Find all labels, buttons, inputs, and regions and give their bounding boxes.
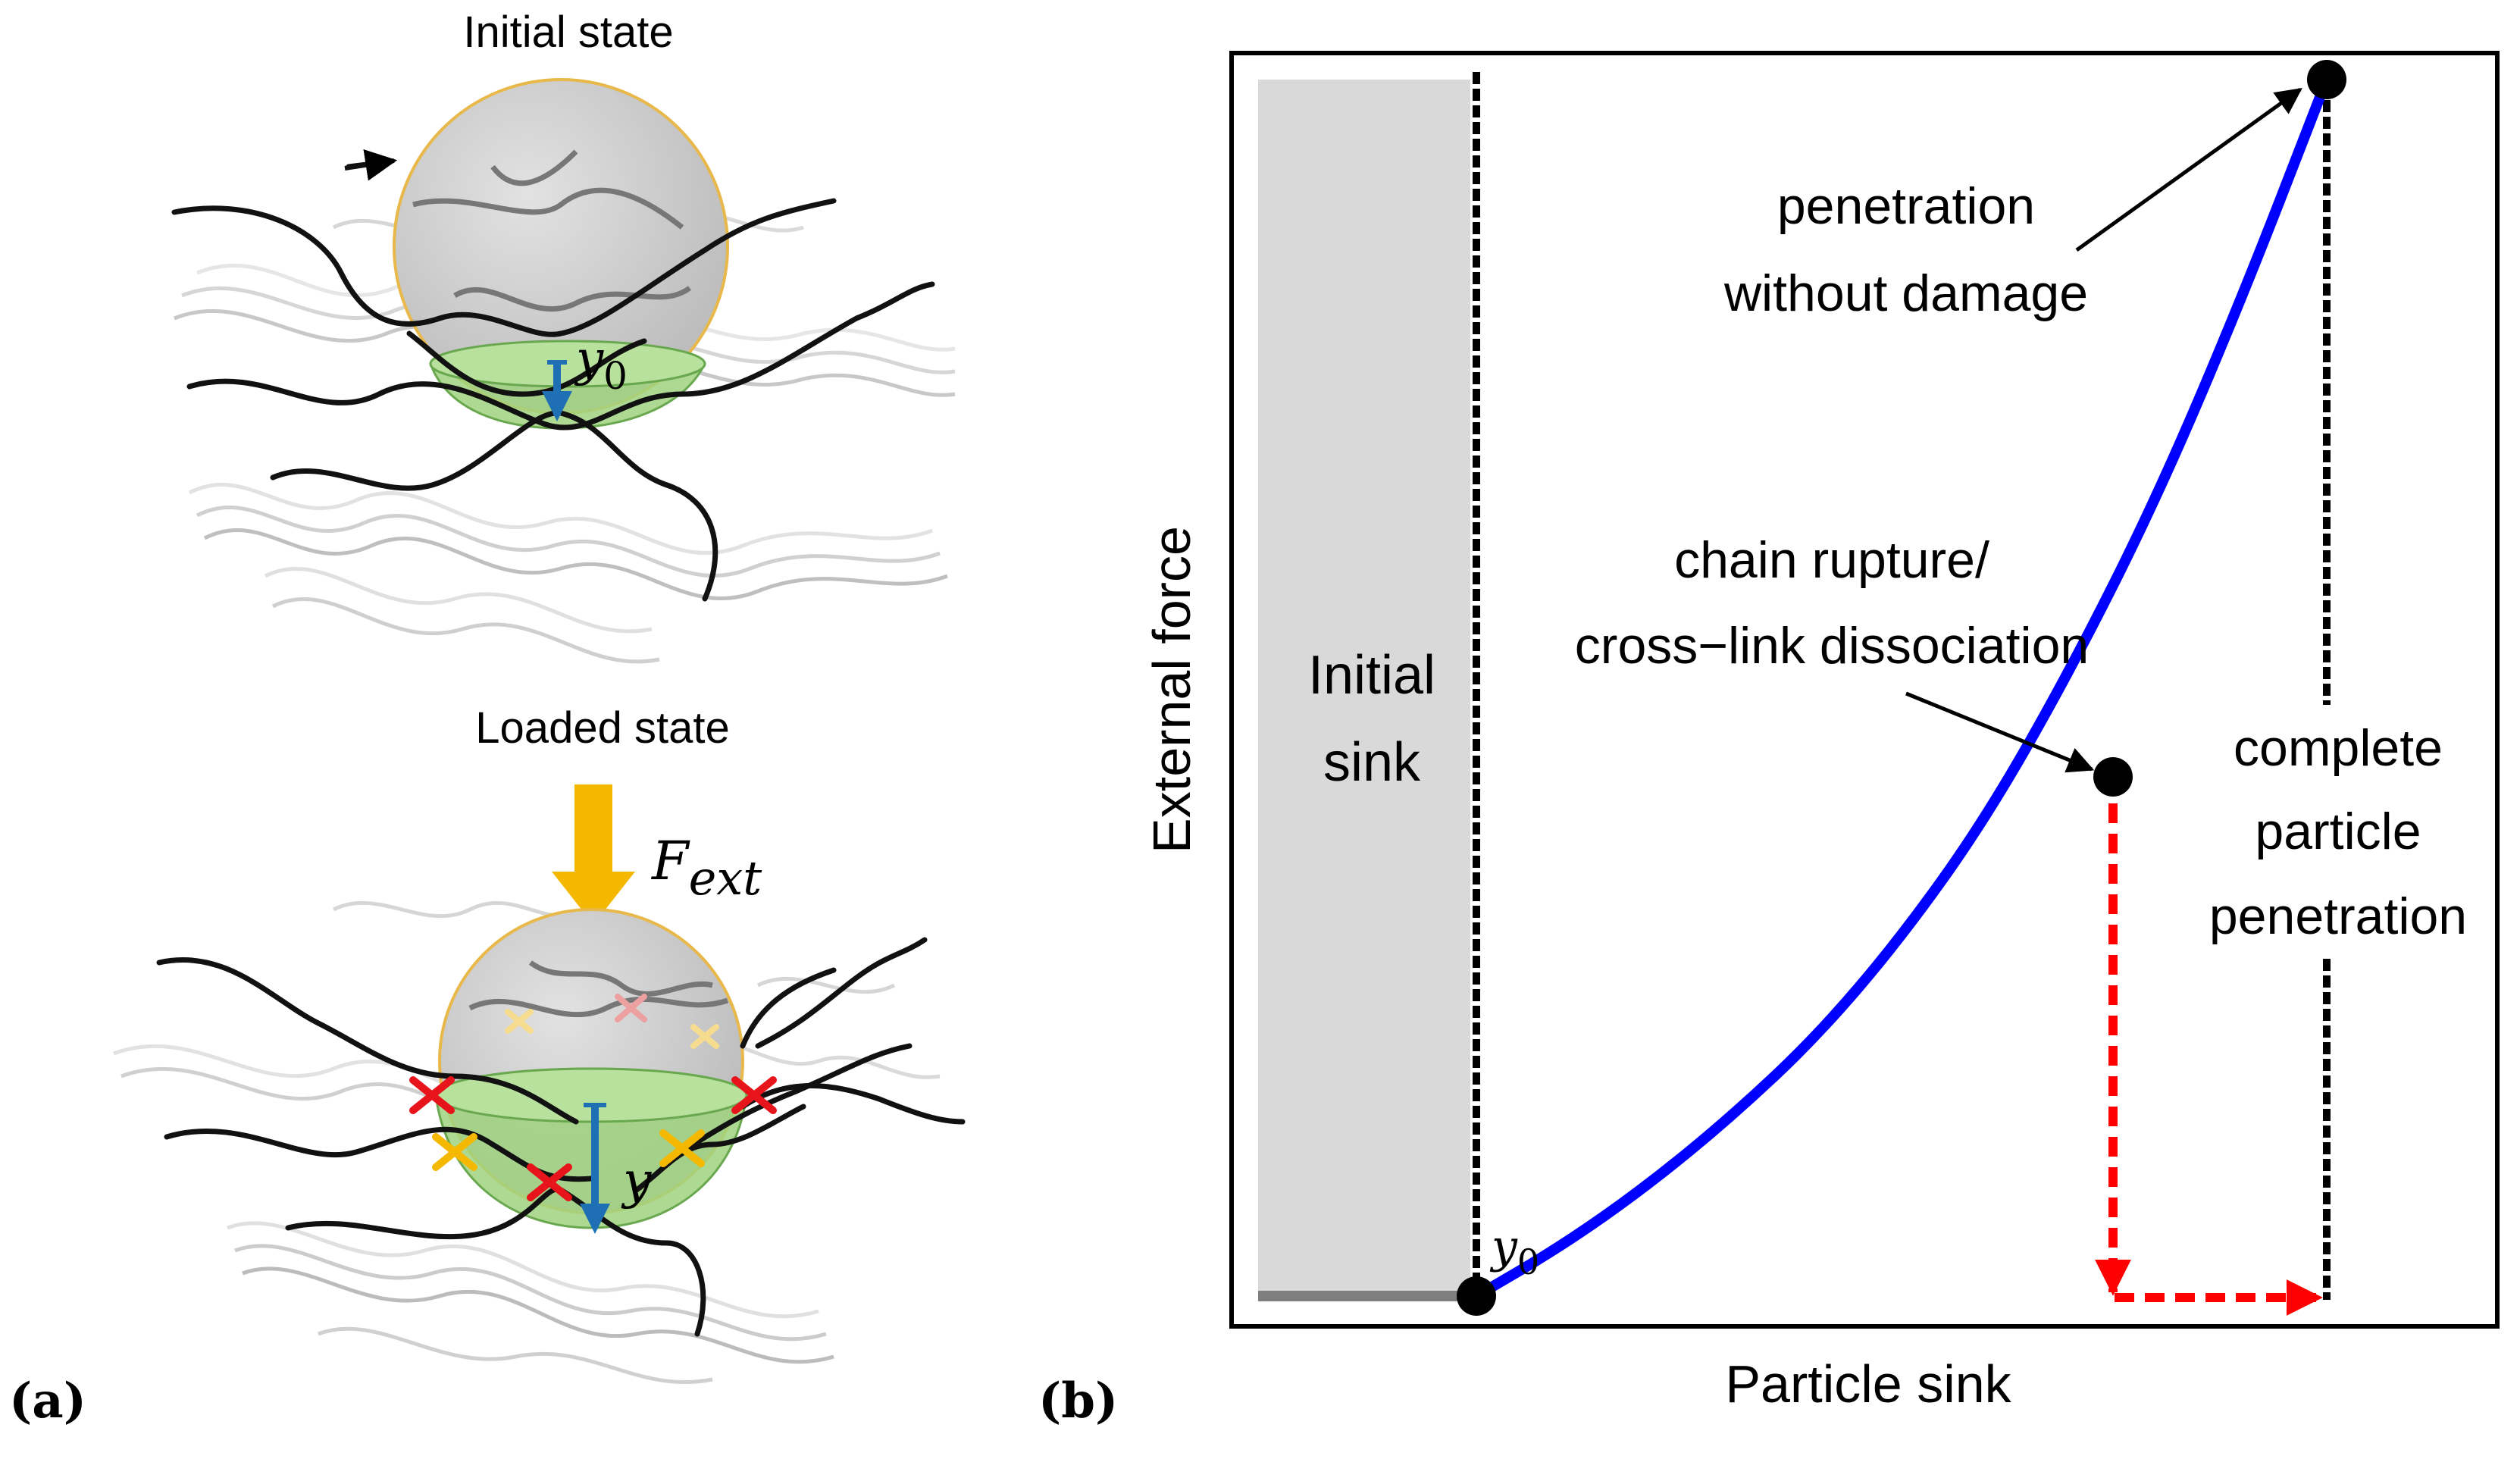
annotation-right-line2: particle	[2255, 803, 2421, 860]
force-label: Fext	[650, 830, 762, 906]
y-axis-label: External force	[1142, 526, 1201, 853]
annotation-top-arrow	[2075, 87, 2302, 252]
initial-sink-label-line2: sink	[1323, 732, 1421, 793]
annotation-right-line1: complete	[2234, 719, 2443, 777]
y0-label: y0	[1489, 1220, 1539, 1282]
depth-label-y: y	[621, 1151, 652, 1210]
annotation-middle-arrow	[1905, 691, 2095, 773]
point-rupture	[2093, 757, 2133, 797]
chains-inside-particle	[412, 149, 692, 312]
chain-rupture-marks	[409, 994, 777, 1201]
panel-a-label: (a)	[9, 1373, 86, 1429]
cross-link-dissociation-marks	[432, 1009, 719, 1171]
x-axis-label: Particle sink	[1725, 1354, 2011, 1414]
initial-state-diagram: Initial state	[171, 8, 956, 664]
external-force-arrow	[552, 784, 635, 925]
point-y0	[1457, 1276, 1496, 1316]
annotation-top-line1: penetration	[1777, 177, 2035, 235]
panel-b-label: (b)	[1038, 1373, 1118, 1429]
force-sink-chart: Initial sink y0 penetration without dama…	[1142, 51, 2500, 1414]
annotation-middle-line1: chain rupture/	[1674, 531, 1989, 589]
loaded-state-title: Loaded state	[475, 703, 729, 753]
annotation-right-line3: penetration	[2209, 888, 2467, 945]
initial-sink-region	[1258, 80, 1470, 1300]
initial-state-title: Initial state	[463, 8, 673, 57]
depth-label-y0: y0	[574, 331, 628, 398]
loaded-state-diagram: Loaded state Fext	[113, 703, 966, 1385]
initial-sink-label-line1: Initial	[1308, 645, 1435, 706]
annotation-middle-line2: cross−link dissociation	[1575, 617, 2089, 675]
force-curve	[1473, 77, 2332, 1301]
annotation-top-line2: without damage	[1723, 265, 2088, 322]
point-penetration	[2307, 60, 2346, 99]
